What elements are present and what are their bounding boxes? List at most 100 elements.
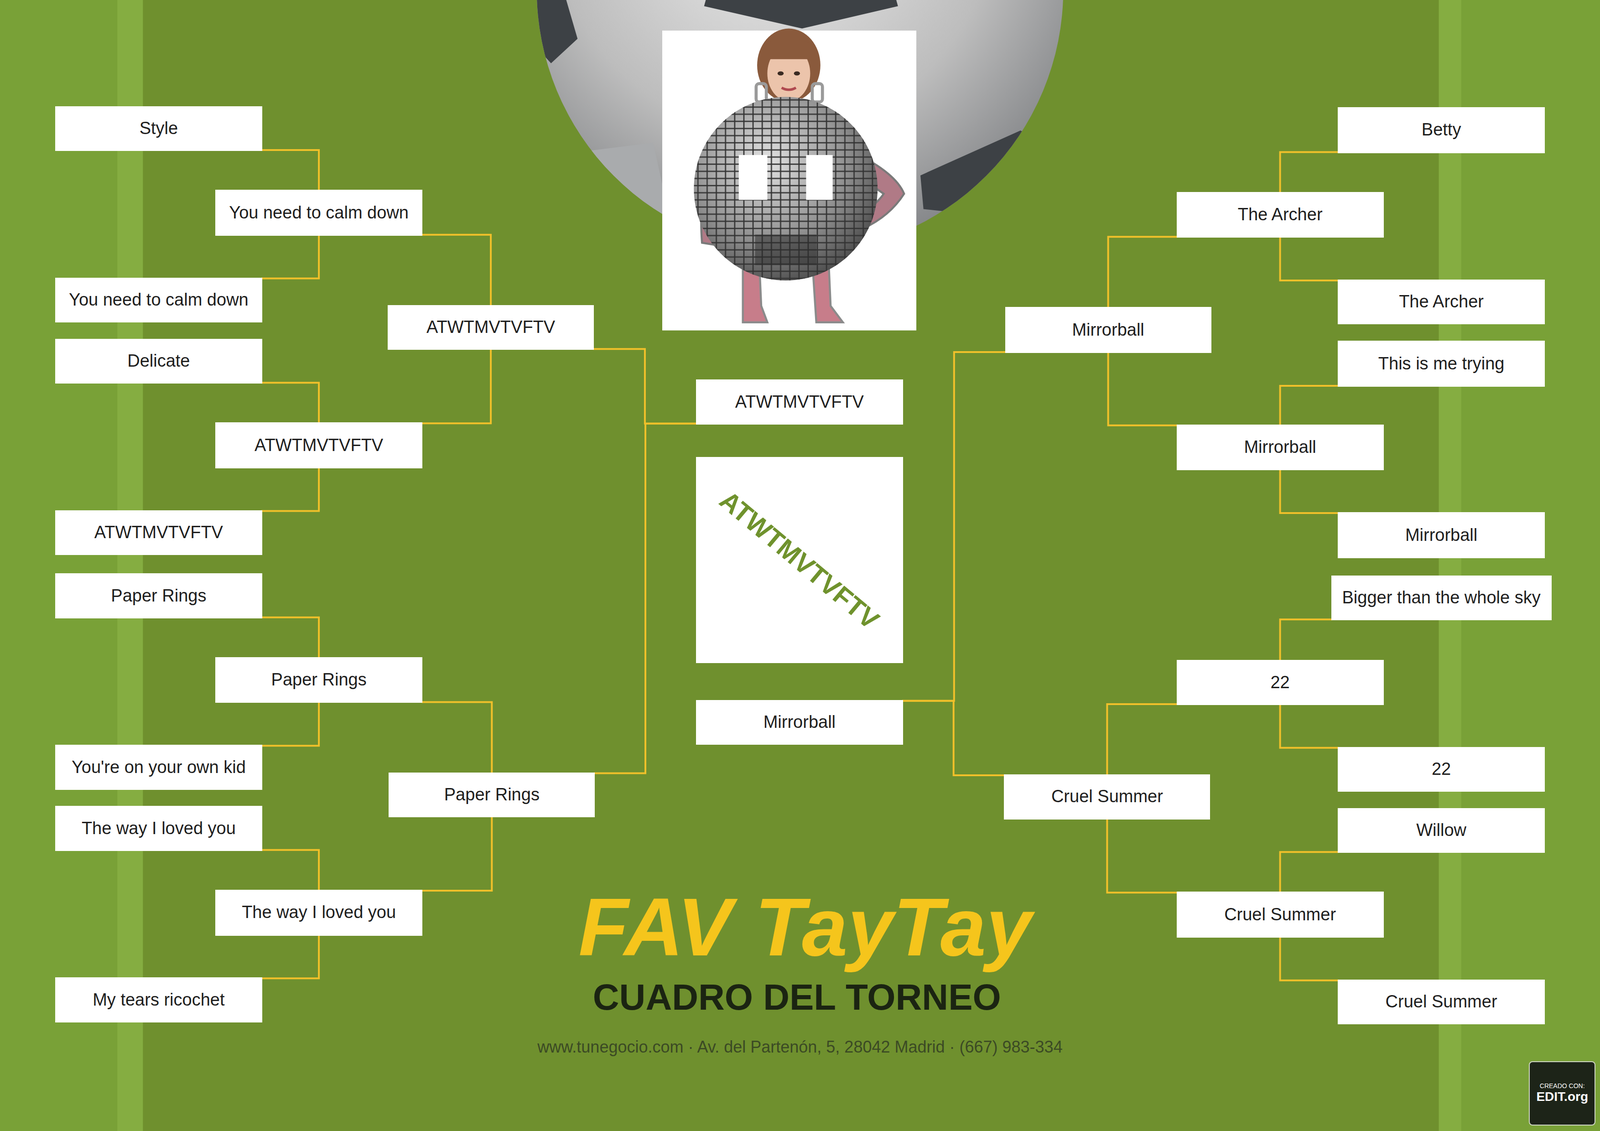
mirror-highlight (805, 155, 833, 200)
song-name: Cruel Summer (1385, 992, 1498, 1012)
field-stripe (117, 0, 143, 1131)
song-name: ATWTMVTVFTV (735, 392, 864, 412)
credit-text: EDIT.org (1536, 1090, 1589, 1105)
song-name: Paper Rings (444, 785, 540, 805)
bracket-line (422, 234, 491, 306)
mirror-tiles (693, 96, 878, 281)
song-name: The way I loved you (241, 903, 396, 923)
bracket-title: FAV TayTay (578, 881, 1032, 973)
bracket-line (1280, 851, 1338, 892)
bracket-line (262, 702, 319, 746)
bracket-line (1108, 353, 1177, 426)
singer-figure (693, 28, 904, 323)
bracket-box: Bigger than the whole sky (1331, 575, 1552, 621)
song-name: Delicate (127, 351, 190, 371)
song-name: You need to calm down (68, 290, 249, 310)
champion-name: ATWTMVTVFTV (714, 485, 885, 635)
bracket-box: You're on your own kid (55, 744, 263, 790)
bracket-subtitle-holder: CUADRO DEL TORNEO (592, 976, 1002, 1019)
mouth (781, 87, 796, 90)
bracket-line (262, 617, 319, 658)
bracket-box: You need to calm down (215, 189, 423, 236)
song-name: Betty (1421, 120, 1462, 140)
bracket-box: The way I loved you (215, 889, 423, 936)
bracket-line (1280, 937, 1338, 981)
address-line-holder: www.tunegocio.com · Av. del Partenón, 5,… (537, 1037, 1063, 1057)
bracket-box: 22 (1337, 747, 1545, 792)
song-name: Cruel Summer (1224, 905, 1336, 925)
song-name: Cruel Summer (1051, 787, 1164, 807)
bracket-line (1106, 704, 1177, 775)
bracket-box: My tears ricochet (55, 977, 263, 1023)
mirror-ball (693, 96, 878, 281)
bracket-line (1280, 237, 1338, 281)
bracket-box: The Archer (1176, 192, 1384, 239)
song-name: Paper Rings (110, 586, 207, 606)
song-name: Mirrorball (1405, 525, 1478, 546)
earring (812, 83, 823, 102)
song-name: The Archer (1237, 205, 1323, 225)
bracket-box: The way I loved you (55, 805, 263, 851)
song-name: You're on your own kid (71, 758, 246, 778)
bracket-box: Paper Rings (55, 573, 263, 619)
song-name: Willow (1416, 820, 1467, 841)
final-box: Mirrorball (696, 700, 904, 745)
ball-patch (530, 0, 578, 64)
ball-patch (704, 0, 899, 29)
song-name: Paper Rings (271, 670, 367, 690)
bracket-box: You need to calm down (55, 277, 263, 323)
song-name: The way I loved you (81, 819, 236, 839)
ball-patch (559, 142, 674, 265)
song-name: This is me trying (1378, 354, 1505, 374)
bracket-box: Cruel Summer (1003, 774, 1211, 820)
bracket-line (903, 352, 1006, 702)
bracket-line (1280, 152, 1338, 193)
final-box: ATWTMVTVFTV (696, 379, 904, 425)
eye (777, 71, 784, 76)
song-name: ATWTMVTVFTV (426, 317, 556, 338)
bracket-line (262, 468, 319, 512)
song-name: Bigger than the whole sky (1342, 588, 1541, 608)
ball-patch (920, 130, 1072, 220)
bracket-line (1280, 619, 1332, 660)
bracket-line (903, 701, 1004, 776)
bracket-line (262, 850, 319, 890)
song-name: My tears ricochet (92, 990, 225, 1010)
bangs (765, 37, 813, 60)
bracket-line (594, 423, 697, 774)
mirror-shade (755, 234, 817, 265)
song-name: Style (139, 119, 178, 139)
song-name: You need to calm down (228, 203, 409, 223)
bracket-title-holder: FAV TayTay (578, 879, 1032, 975)
song-name: Mirrorball (763, 712, 836, 733)
song-name: Mirrorball (1243, 437, 1316, 458)
song-name: ATWTMVTVFTV (94, 523, 224, 543)
field-band (1457, 0, 1600, 1131)
song-name: 22 (1431, 759, 1451, 780)
bracket-box: Cruel Summer (1337, 979, 1545, 1025)
bracket-line (422, 349, 491, 424)
mirror-highlight (738, 155, 768, 200)
bracket-box: Mirrorball (1176, 424, 1384, 471)
bracket-box: Mirrorball (1005, 306, 1212, 354)
bracket-box: Cruel Summer (1176, 891, 1384, 938)
bracket-box: This is me trying (1337, 340, 1545, 387)
bracket-box: Willow (1337, 808, 1545, 853)
credit-badge: CREADO CON:EDIT.org (1528, 1061, 1596, 1126)
song-name: 22 (1270, 673, 1290, 693)
bracket-box: Mirrorball (1337, 512, 1545, 559)
field-band (0, 0, 143, 1131)
bracket-box: Paper Rings (215, 657, 423, 704)
bracket-line (422, 817, 492, 891)
bracket-line (262, 235, 319, 279)
bracket-box: ATWTMVTVFTV (387, 305, 594, 350)
bracket-box: Delicate (55, 338, 263, 384)
bracket-box: Betty (1337, 107, 1545, 154)
champion-box: ATWTMVTVFTV (696, 457, 904, 664)
bracket-box: Paper Rings (388, 772, 595, 818)
bracket-box: ATWTMVTVFTV (215, 422, 423, 469)
bracket-line (1280, 470, 1338, 514)
bracket-box: Style (55, 106, 263, 151)
